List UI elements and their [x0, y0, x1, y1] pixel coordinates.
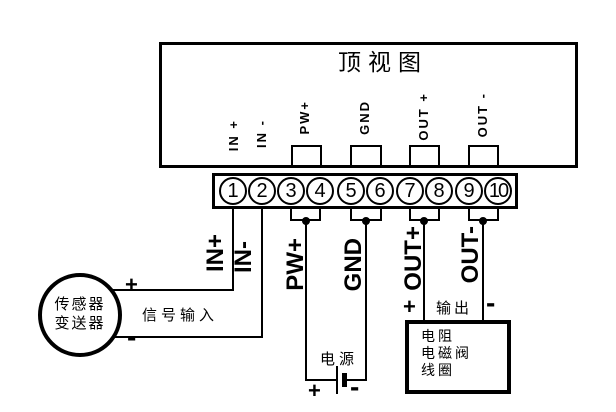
terminal-8: 8: [425, 177, 453, 205]
top-label-out-minus: OUT -: [475, 92, 490, 138]
sensor-plus-marker: +: [125, 272, 138, 297]
top-bracket-pw: [291, 145, 322, 167]
power-label: 电源: [320, 352, 359, 368]
terminal-9: 9: [455, 177, 483, 205]
module-outline: [159, 42, 578, 168]
diagram-title: 顶视图: [338, 50, 428, 75]
terminal-8-number: 8: [433, 179, 445, 202]
output-label: 输出: [436, 301, 473, 317]
top-label-out-plus: OUT +: [416, 92, 431, 141]
sensor-circle: 传感器 变送器: [38, 273, 122, 357]
terminal-6: 6: [366, 177, 394, 205]
output-plus-marker: +: [403, 294, 416, 319]
wire-label-pw-plus: PW+: [282, 238, 309, 291]
power-plus-marker: +: [308, 378, 321, 403]
terminal-2: 2: [248, 177, 276, 205]
top-bracket-gnd: [350, 145, 382, 167]
terminal-5: 5: [337, 177, 365, 205]
terminal-3-number: 3: [285, 179, 297, 202]
top-label-pw-plus: PW+: [297, 100, 312, 135]
battery-wire-left: [305, 379, 337, 381]
top-bracket-out-minus: [468, 145, 499, 167]
load-line1: 电阻: [421, 330, 455, 345]
wire-label-gnd: GND: [340, 238, 367, 292]
wire-label-out-plus: OUT+: [400, 226, 427, 291]
battery-plate-negative: [342, 373, 347, 387]
top-label-in-minus: IN -: [254, 119, 269, 148]
top-bracket-out-plus: [409, 145, 440, 167]
load-line3: 线圈: [421, 364, 455, 379]
terminal-5-number: 5: [345, 179, 357, 202]
wire-out-minus-down: [482, 219, 484, 322]
wire-out-plus-down: [423, 219, 425, 322]
power-minus-marker: -: [350, 371, 360, 402]
terminal-2-number: 2: [256, 179, 268, 202]
terminal-1-number: 1: [227, 179, 239, 202]
load-box: 电阻 电磁阀 线圈: [405, 320, 511, 394]
terminal-1: 1: [219, 177, 247, 205]
terminal-10: 10: [484, 177, 512, 205]
terminal-7-number: 7: [404, 179, 416, 202]
wire-label-in-plus: IN+: [202, 234, 229, 273]
wire-terminal2-down: [261, 207, 263, 338]
terminal-10-number: 10: [488, 179, 509, 202]
wire-pw-down: [305, 219, 307, 381]
signal-input-label: 信号输入: [142, 308, 219, 324]
terminal-3: 3: [277, 177, 305, 205]
sensor-name-line1: 传感器: [54, 297, 106, 313]
wire-gnd-down: [365, 219, 367, 381]
sensor-name-line2: 变送器: [54, 316, 106, 332]
top-label-gnd: GND: [357, 100, 372, 135]
wire-label-in-minus: IN-: [230, 241, 257, 273]
wire-terminal1-down: [232, 207, 234, 291]
output-minus-marker: -: [486, 287, 496, 318]
terminal-7: 7: [396, 177, 424, 205]
top-label-in-plus: IN +: [226, 119, 241, 152]
battery-wire-right: [347, 379, 367, 381]
wire-signal-minus: [114, 336, 263, 338]
terminal-4-number: 4: [314, 179, 326, 202]
load-line2: 电磁阀: [421, 347, 472, 362]
wire-signal-plus: [112, 289, 234, 291]
terminal-4: 4: [306, 177, 334, 205]
terminal-6-number: 6: [374, 179, 386, 202]
wire-label-out-minus: OUT-: [457, 226, 484, 284]
battery-plate-positive: [336, 366, 338, 394]
terminal-9-number: 9: [463, 179, 475, 202]
